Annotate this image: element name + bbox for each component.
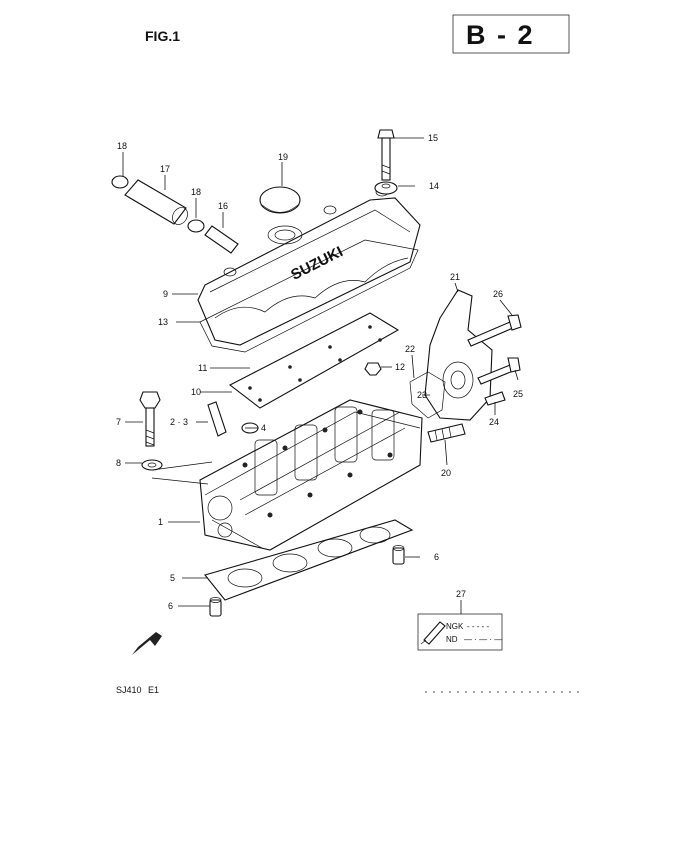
callout-16: 16 (218, 201, 228, 211)
callout-14: 14 (429, 181, 439, 191)
case-bolt-top (467, 314, 522, 347)
case-bolt-mid (477, 357, 521, 385)
oil-filler-cap (259, 186, 301, 214)
hose-clamp-right (187, 219, 205, 233)
section-box (452, 14, 570, 54)
callout-15: 15 (428, 133, 438, 143)
callout-11: 11 (198, 363, 207, 373)
callout-4: 4 (261, 423, 266, 433)
legend-line-ngk: - - - - - (467, 622, 490, 631)
callout-10: 10 (191, 387, 201, 397)
legend-brand-ngk: NGK (446, 622, 464, 631)
head-gasket (204, 519, 414, 601)
section-code: B - 2 (466, 20, 535, 50)
callout-13: 13 (158, 317, 168, 327)
callout-19: 19 (278, 152, 288, 162)
fwd-label: FWD (140, 642, 153, 654)
fwd-arrow-icon: FWD (132, 632, 162, 655)
callout-7: 7 (116, 417, 121, 427)
distributor-case (424, 289, 493, 421)
head-cover: SUZUKI (197, 187, 421, 346)
callout-8: 8 (116, 458, 121, 468)
spark-plug-legend: NGK - - - - - ND — · — · — (417, 613, 503, 651)
callout-9: 9 (163, 289, 168, 299)
callout-22: 22 (405, 344, 415, 354)
valve-guide (207, 401, 227, 437)
callout-18-left: 18 (117, 141, 127, 151)
cover-bolt (377, 129, 395, 181)
callout-25: 25 (513, 389, 523, 399)
callout-21: 21 (450, 272, 460, 282)
callout-5: 5 (170, 573, 175, 583)
legend-line-nd: — · — · — (464, 635, 502, 644)
spark-plug-icon (420, 621, 446, 645)
head-bolt (139, 391, 161, 447)
cylinder-head (199, 399, 423, 551)
case-gasket (409, 371, 446, 419)
callout-6-right: 6 (434, 552, 439, 562)
callout-20: 20 (441, 468, 451, 478)
callout-23: 23 (417, 390, 427, 400)
temperature-sender (427, 423, 466, 443)
dowel-pin-left (209, 597, 222, 617)
breather-hose (124, 179, 188, 225)
case-bolt-low (484, 391, 506, 406)
callout-27: 27 (456, 589, 466, 599)
callout-6-left: 6 (168, 601, 173, 611)
legend-brand-nd: ND (446, 635, 458, 644)
cover-grommet (374, 181, 398, 195)
callout-1: 1 (158, 517, 163, 527)
figure-title: FIG.1 (145, 28, 180, 44)
callout-labels: 1 2 · 3 4 5 6 6 7 8 9 10 11 12 13 14 15 … (116, 133, 523, 611)
cover-gasket (199, 239, 419, 353)
hose-clamp-left (111, 175, 129, 189)
callout-12: 12 (395, 362, 405, 372)
model-label: SJ410 (116, 685, 142, 695)
leader-lines (122, 137, 519, 614)
callout-24: 24 (489, 417, 499, 427)
callout-17: 17 (160, 164, 170, 174)
dowel-pin-right (392, 545, 405, 565)
head-washer (141, 459, 163, 471)
callout-2-3: 2 · 3 (170, 417, 188, 427)
callout-18-right: 18 (191, 187, 201, 197)
pcv-hose (204, 225, 239, 254)
model-code: E1 (148, 685, 159, 695)
cover-nut (364, 362, 382, 376)
callout-26: 26 (493, 289, 503, 299)
cam-gasket (228, 312, 400, 409)
